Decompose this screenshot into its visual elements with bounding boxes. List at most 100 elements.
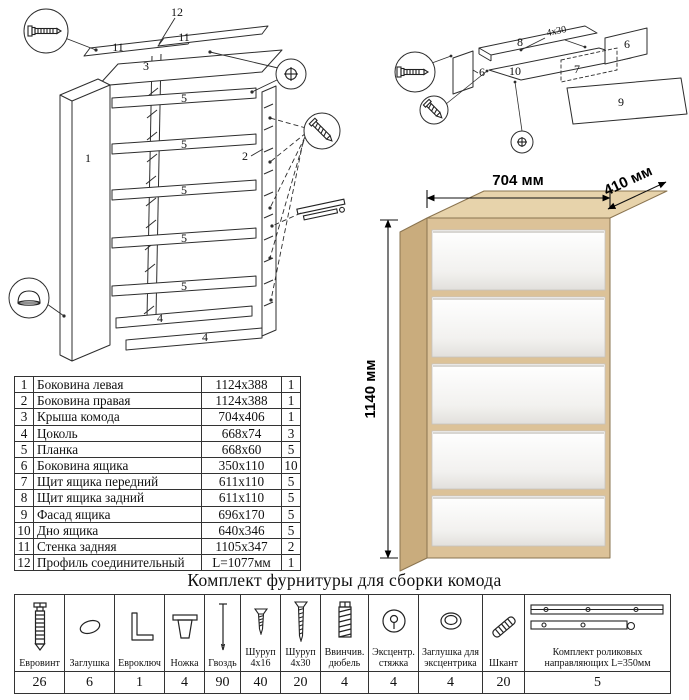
part-qty: 1 <box>281 554 301 572</box>
part-qty: 1 <box>281 408 301 426</box>
hardware-item-label: Гвоздь <box>208 658 237 670</box>
part-name: Боковина левая <box>33 375 202 394</box>
hardware-item-qty: 4 <box>320 671 369 694</box>
drawer-front <box>431 430 606 490</box>
drawer-front <box>431 229 606 291</box>
part-name: Стенка задняя <box>33 538 202 556</box>
drawer-front-panel <box>560 47 618 83</box>
part-name: Фасад ящика <box>33 505 202 523</box>
hardware-item-label: Ввинчив. дюбель <box>324 647 365 670</box>
part-size: 704x406 <box>201 408 282 426</box>
cover-cap-icon <box>17 290 41 306</box>
dimension-lines <box>380 181 667 559</box>
cam-lock-icon <box>381 596 407 646</box>
drawer-slide-icon <box>528 596 668 646</box>
height-dimension: 1140 мм <box>362 360 379 419</box>
table-row: 10 Дно ящика 640x346 5 <box>14 521 301 540</box>
drawer-back-panel <box>478 25 598 62</box>
table-row: 7 Щит ящика передний 611x110 5 <box>14 473 301 491</box>
part-label-2: 2 <box>242 149 248 163</box>
dresser-left-side <box>399 217 428 572</box>
wood-dowel-icon <box>488 596 520 657</box>
drawer-front <box>431 363 606 425</box>
hardware-table: Евровинт Заглушка Евроключ Ножка <box>14 594 671 694</box>
hardware-item-label: Шуруп 4х16 <box>245 647 276 670</box>
part-qty: 2 <box>281 538 301 556</box>
hardware-item-qty: 90 <box>204 671 241 694</box>
part-number: 10 <box>14 521 34 540</box>
hardware-item-qty: 4 <box>368 671 419 694</box>
part-size: 668x60 <box>201 440 282 459</box>
screw-icon <box>308 117 333 142</box>
table-row: 3 Крыша комода 704x406 1 <box>14 408 301 426</box>
drawer-front <box>431 296 606 358</box>
hex-key-icon <box>125 596 155 657</box>
part-size: 611x110 <box>201 473 282 491</box>
part-label-7: 7 <box>574 62 580 76</box>
right-side-panel <box>261 85 277 337</box>
table-row: 6 Боковина ящика 350x110 10 <box>14 457 301 475</box>
connecting-profile <box>143 53 162 319</box>
part-name: Дно ящика <box>33 521 202 540</box>
part-label-11: 11 <box>112 40 124 54</box>
table-row: 11 Стенка задняя 1105x347 2 <box>14 538 301 556</box>
part-number: 4 <box>14 424 34 442</box>
hardware-item-qty: 4 <box>164 671 205 694</box>
part-qty: 10 <box>281 457 301 475</box>
drawer-front <box>431 495 606 547</box>
part-size: 640x346 <box>201 521 282 540</box>
drawer-side-panel <box>452 50 474 95</box>
top-panel <box>97 49 283 87</box>
phillips-screw-icon <box>517 137 527 147</box>
part-label-10: 10 <box>509 64 521 78</box>
callout-circle <box>23 8 69 54</box>
leader-dots <box>62 48 274 318</box>
hardware-item-label: Заглушка <box>69 658 110 670</box>
hardware-kit-title: Комплект фурнитуры для сборки комода <box>187 570 502 590</box>
part-name: Боковина ящика <box>33 457 202 475</box>
part-label-4: 4 <box>202 330 208 344</box>
part-qty: 5 <box>281 489 301 507</box>
part-size: 696x170 <box>201 505 282 523</box>
callout-circle <box>394 51 436 93</box>
part-qty: 5 <box>281 440 301 459</box>
slat <box>111 227 257 249</box>
part-number: 11 <box>14 538 34 556</box>
part-number: 6 <box>14 457 34 475</box>
drawer-side-panel <box>604 27 648 65</box>
table-row: 9 Фасад ящика 696x170 5 <box>14 505 301 523</box>
part-label-12: 12 <box>171 5 183 19</box>
hardware-item-qty: 1 <box>114 671 165 694</box>
carcass-exploded-diagram: 12 11 11 3 1 5 5 5 5 5 2 4 4 <box>8 5 346 362</box>
part-name: Цоколь <box>33 424 202 442</box>
plug-icon <box>76 596 104 657</box>
hardware-item-qty: 5 <box>524 671 671 694</box>
screw-4x16-icon <box>253 596 269 646</box>
hardware-item-qty: 20 <box>280 671 321 694</box>
part-label-4: 4 <box>157 311 163 325</box>
part-label-5: 5 <box>181 137 187 151</box>
hardware-items-row: Евровинт Заглушка Евроключ Ножка <box>14 594 671 672</box>
part-label-6: 6 <box>624 37 630 51</box>
euroscrew-icon <box>27 25 63 37</box>
part-label-5: 5 <box>181 91 187 105</box>
leader-lines <box>431 37 587 132</box>
table-row: 1 Боковина левая 1124x388 1 <box>14 375 301 394</box>
hardware-item-label: Шуруп 4х30 <box>285 647 316 670</box>
part-label-1: 1 <box>85 151 91 165</box>
table-row: 4 Цоколь 668x74 3 <box>14 424 301 442</box>
table-row: 2 Боковина правая 1124x388 1 <box>14 392 301 410</box>
hardware-item-label: Евроключ <box>118 658 161 670</box>
leader-lines <box>46 17 307 318</box>
part-name: Крыша комода <box>33 408 202 426</box>
foot-icon <box>170 596 200 657</box>
part-number: 12 <box>14 554 34 572</box>
hardware-item-label: Заглушка для эксцентрика <box>421 647 480 670</box>
part-qty: 1 <box>281 392 301 410</box>
hardware-item-qty: 6 <box>64 671 115 694</box>
part-size: 611x110 <box>201 489 282 507</box>
part-size: 1124x388 <box>201 392 282 410</box>
table-row: 12 Профиль соединительный L=1077мм 1 <box>14 554 301 572</box>
part-qty: 5 <box>281 505 301 523</box>
